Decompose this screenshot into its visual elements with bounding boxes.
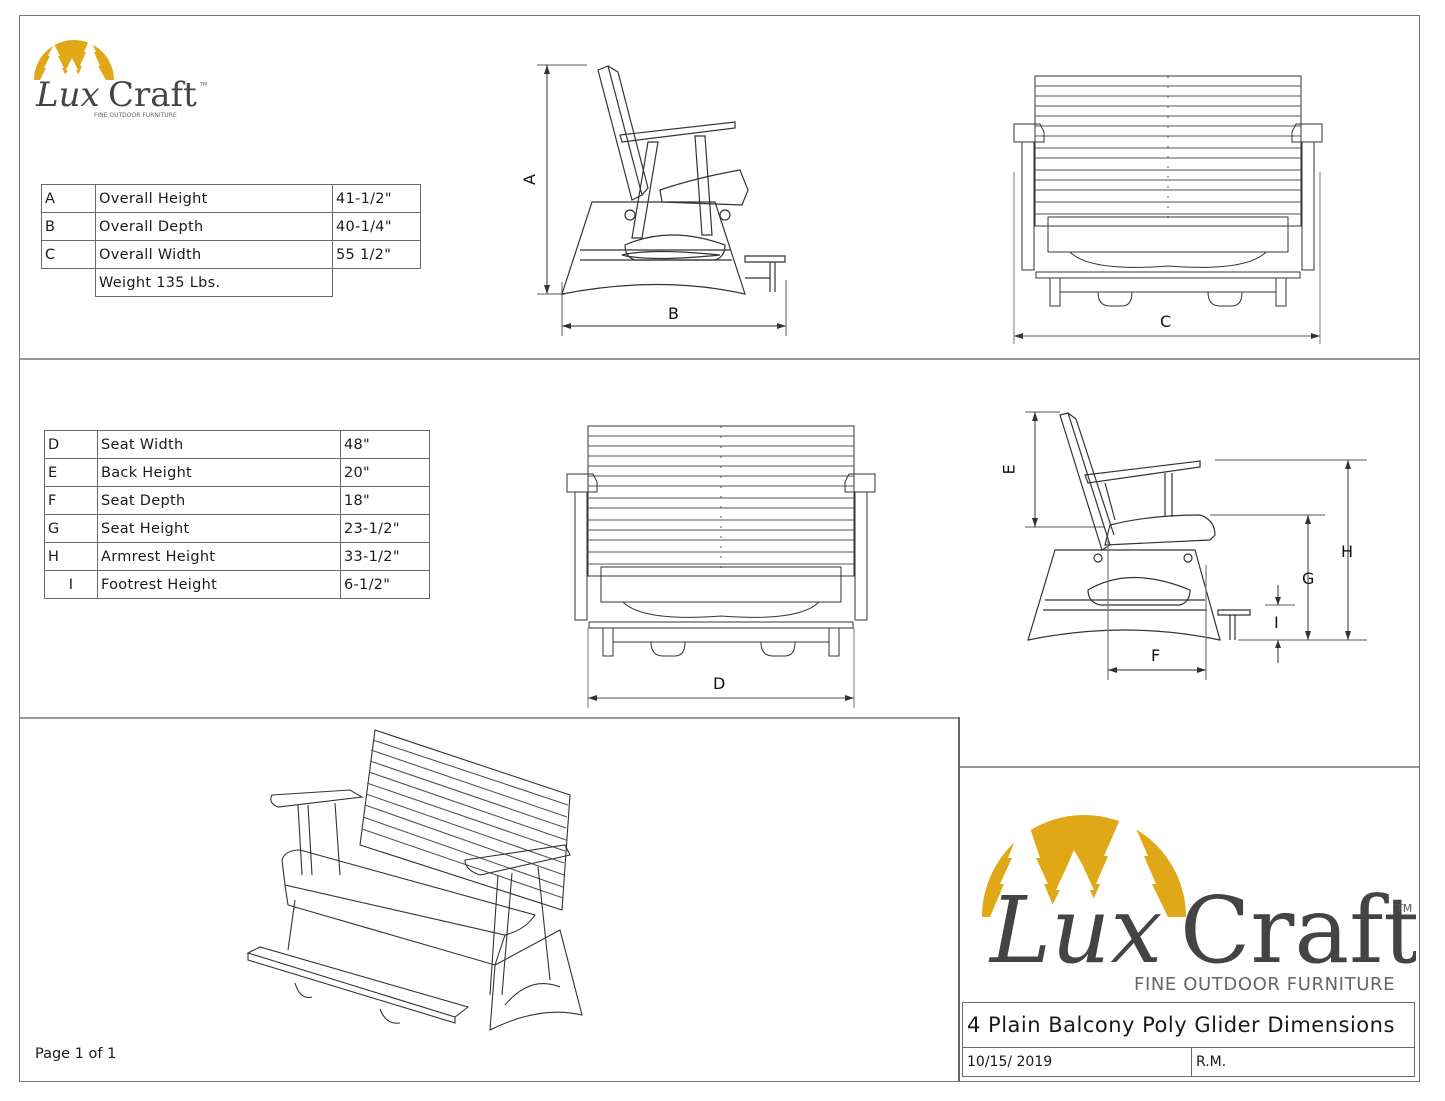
- dimension-label-c: C: [1160, 312, 1172, 331]
- side-view-drawing-mid: [1010, 405, 1370, 685]
- dimension-label: Seat Depth: [97, 486, 341, 515]
- table-row: G Seat Height 23-1/2": [44, 514, 430, 543]
- dimension-value: 23-1/2": [340, 514, 430, 543]
- side-view-drawing-top: [520, 60, 800, 350]
- dimension-value: 41-1/2": [332, 184, 421, 213]
- table-row: H Armrest Height 33-1/2": [44, 542, 430, 571]
- dimension-label-g: G: [1302, 569, 1315, 588]
- sun-trees-icon: Lux Craft TM FINE OUTDOOR FURNITURE: [34, 38, 207, 119]
- title-block: 4 Plain Balcony Poly Glider Dimensions 1…: [962, 1002, 1415, 1077]
- detail-dimensions-table: D Seat Width 48" E Back Height 20" F Sea…: [44, 430, 430, 599]
- title-block-meta-row: 10/15/ 2019 R.M.: [963, 1048, 1414, 1076]
- table-row: A Overall Height 41-1/2": [41, 184, 421, 213]
- section-divider-1: [20, 358, 1419, 360]
- sun-trees-icon: Lux Craft TM FINE OUTDOOR FURNITURE: [982, 806, 1420, 995]
- front-view-drawing-mid: [565, 424, 885, 709]
- svg-text:FINE OUTDOOR FURNITURE: FINE OUTDOOR FURNITURE: [94, 112, 177, 119]
- svg-text:Lux: Lux: [988, 877, 1162, 984]
- table-row: B Overall Depth 40-1/4": [41, 212, 421, 241]
- document-date: 10/15/ 2019: [963, 1048, 1192, 1076]
- table-row: Weight 135 Lbs.: [42, 268, 421, 297]
- dimension-label: Seat Width: [97, 430, 341, 459]
- overall-dimensions-table: A Overall Height 41-1/2" B Overall Depth…: [41, 184, 421, 297]
- isometric-view-drawing: [240, 725, 580, 1035]
- document-author: R.M.: [1196, 1054, 1227, 1070]
- table-row: C Overall Width 55 1/2": [41, 240, 421, 269]
- dimension-key: I: [44, 570, 98, 599]
- svg-text:Craft: Craft: [108, 75, 197, 115]
- svg-text:TM: TM: [199, 82, 207, 88]
- dimension-label-f: F: [1151, 646, 1161, 665]
- page-number: Page 1 of 1: [35, 1046, 117, 1062]
- dimension-value: 48": [340, 430, 430, 459]
- dimension-label-i: I: [1274, 613, 1279, 632]
- dimension-key: D: [44, 430, 98, 459]
- dimension-label-d: D: [713, 674, 726, 693]
- dimension-label: Overall Height: [95, 184, 333, 213]
- dimension-value: 20": [340, 458, 430, 487]
- dimension-value: 55 1/2": [332, 240, 421, 269]
- title-block-divider-top: [960, 766, 1419, 768]
- dimension-label-a: A: [519, 174, 539, 185]
- table-row: E Back Height 20": [44, 458, 430, 487]
- dimension-value: 40-1/4": [332, 212, 421, 241]
- dimension-label: Seat Height: [97, 514, 341, 543]
- table-row: D Seat Width 48": [44, 430, 430, 459]
- dimension-label-b: B: [668, 304, 679, 323]
- svg-text:TM: TM: [1395, 902, 1412, 915]
- dimension-value: 6-1/2": [340, 570, 430, 599]
- table-row: I Footrest Height 6-1/2": [44, 570, 430, 599]
- dimension-value: 18": [340, 486, 430, 515]
- dimension-value: 33-1/2": [340, 542, 430, 571]
- brand-logo-large: Lux Craft TM FINE OUTDOOR FURNITURE: [968, 772, 1420, 1000]
- svg-text:Lux: Lux: [35, 75, 100, 115]
- weight-cell: Weight 135 Lbs.: [95, 268, 333, 297]
- dimension-key: H: [44, 542, 98, 571]
- dimension-label-e: E: [999, 464, 1019, 475]
- dimension-key: C: [41, 240, 96, 269]
- front-view-drawing-top: [1010, 72, 1330, 347]
- dimension-key: B: [41, 212, 96, 241]
- dimension-label: Back Height: [97, 458, 341, 487]
- title-block-divider-vertical: [958, 717, 960, 1081]
- dimension-key: A: [41, 184, 96, 213]
- dimension-label: Armrest Height: [97, 542, 341, 571]
- dimension-label-h: H: [1341, 542, 1354, 561]
- table-row: F Seat Depth 18": [44, 486, 430, 515]
- section-divider-2: [20, 717, 960, 719]
- document-title: 4 Plain Balcony Poly Glider Dimensions: [963, 1003, 1414, 1048]
- dimension-label: Footrest Height: [97, 570, 341, 599]
- dimension-key: E: [44, 458, 98, 487]
- page-border: [19, 15, 1420, 1082]
- dimension-label: Overall Depth: [95, 212, 333, 241]
- dimension-key: F: [44, 486, 98, 515]
- svg-text:FINE OUTDOOR FURNITURE: FINE OUTDOOR FURNITURE: [1134, 974, 1395, 995]
- brand-logo-small: Lux Craft TM FINE OUTDOOR FURNITURE: [30, 28, 210, 122]
- svg-text:Craft: Craft: [1180, 877, 1416, 984]
- dimension-key: G: [44, 514, 98, 543]
- dimension-label: Overall Width: [95, 240, 333, 269]
